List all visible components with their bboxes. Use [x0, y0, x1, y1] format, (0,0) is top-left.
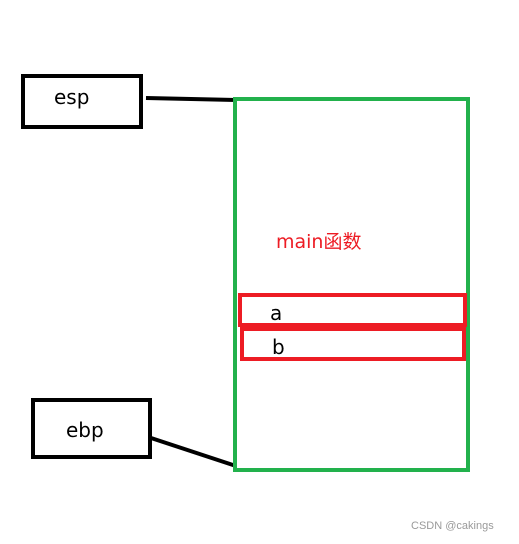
variable-b-slot — [240, 327, 466, 361]
ebp-register-box — [31, 398, 152, 459]
variable-a-label: a — [270, 301, 283, 325]
stack-frame-label: main函数 — [276, 231, 362, 253]
ebp-label: ebp — [66, 418, 104, 442]
ebp-connector — [147, 435, 237, 468]
main-stack-frame — [233, 97, 470, 472]
variable-a-slot — [238, 293, 467, 327]
watermark: CSDN @cakings — [411, 520, 494, 532]
variable-b-label: b — [272, 335, 285, 359]
esp-register-box — [21, 74, 143, 129]
esp-connector — [145, 96, 237, 102]
esp-label: esp — [54, 85, 90, 109]
